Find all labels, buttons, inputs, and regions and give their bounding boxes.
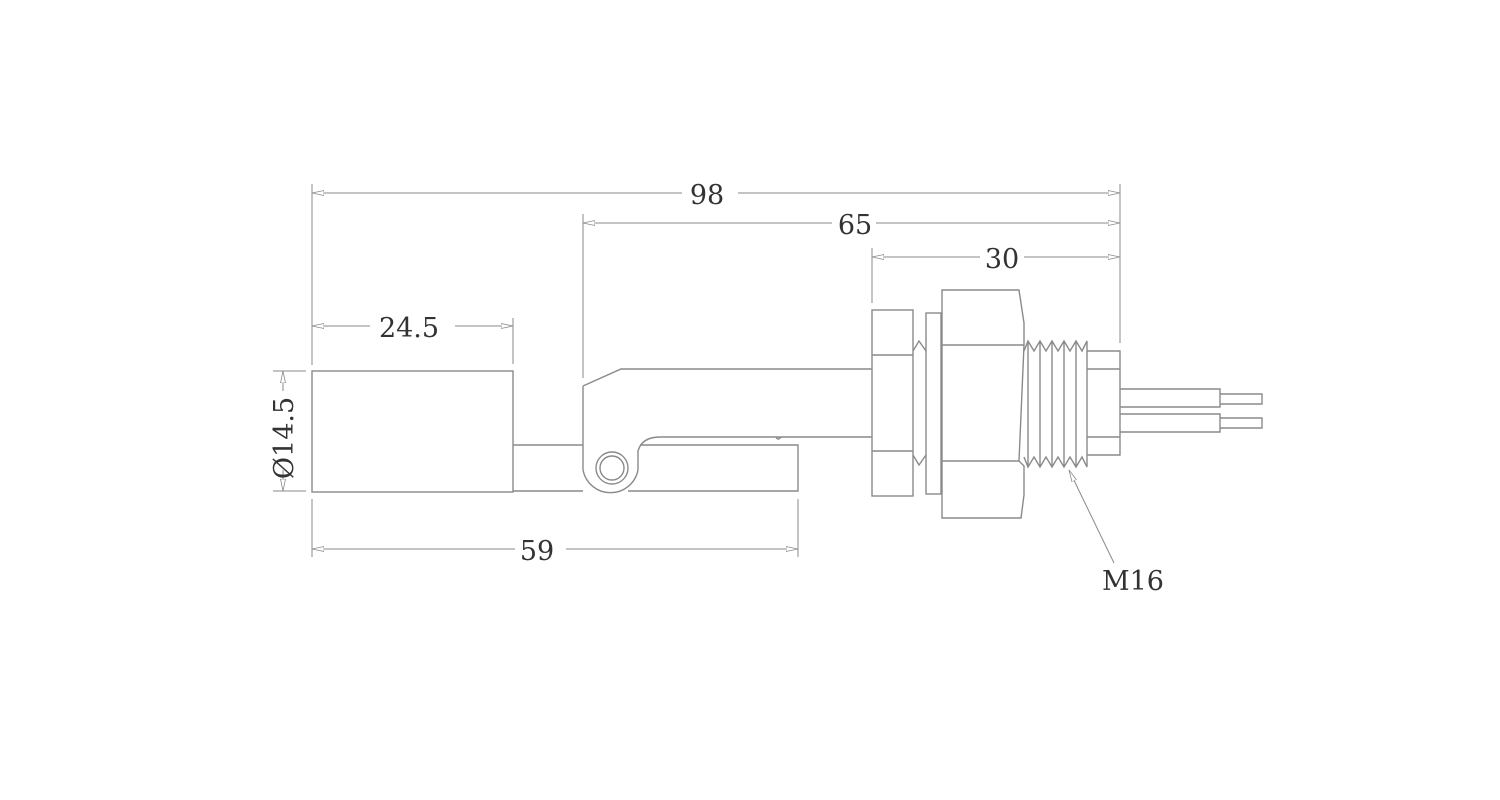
- callout-label-m16: M16: [1102, 566, 1164, 597]
- nut-front-facets: [872, 354, 913, 452]
- pivot-inner: [599, 455, 625, 481]
- float-tongue: [513, 444, 583, 492]
- wires: [1120, 388, 1263, 433]
- dimension-65: 65: [583, 210, 1120, 241]
- dimension-diameter: Ø14.5: [269, 371, 300, 491]
- dim-label-65: 65: [838, 210, 872, 241]
- dimension-30: 30: [872, 244, 1120, 275]
- dim-label-59: 59: [520, 536, 554, 567]
- dim-label-24-5: 24.5: [379, 313, 439, 344]
- float-tip: [628, 444, 799, 492]
- threads: [1023, 339, 1088, 469]
- float-body: [311, 370, 514, 493]
- dimension-98: 98: [312, 180, 1120, 211]
- lever-arm: [582, 368, 872, 494]
- dimension-59: 59: [312, 536, 798, 567]
- dim-label-30: 30: [985, 244, 1019, 275]
- hex-body: [941, 289, 1025, 519]
- pivot-outer: [595, 451, 629, 485]
- dimension-24-5: 24.5: [312, 313, 513, 344]
- end-cap: [1087, 350, 1121, 456]
- nut-chamfer: [912, 339, 927, 467]
- dim-label-diameter: Ø14.5: [269, 397, 300, 479]
- part-outline: [311, 289, 1263, 519]
- dim-label-98: 98: [690, 180, 724, 211]
- nut-front: [871, 309, 914, 497]
- washer: [925, 312, 942, 495]
- thread-callout: M16: [1068, 470, 1164, 597]
- lever-pin-mark: [775, 436, 782, 440]
